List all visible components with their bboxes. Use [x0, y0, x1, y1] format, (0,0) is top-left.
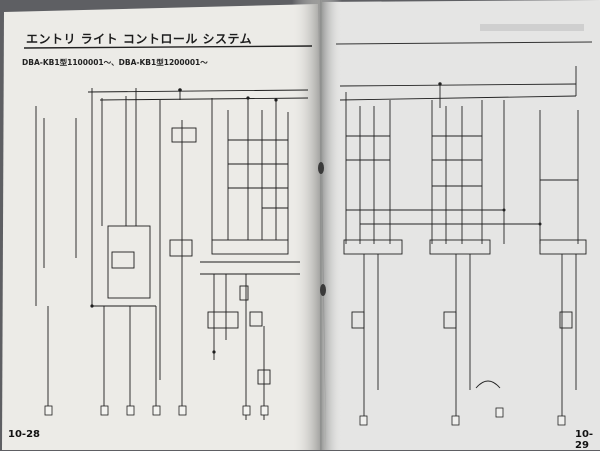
right-header-faint-text: [480, 24, 584, 31]
left-wiring-diagram: [35, 88, 309, 420]
left-page: [2, 4, 326, 450]
page-number-right: 10-29: [575, 429, 594, 451]
left-splice-dots: [90, 88, 278, 354]
gutter-shadow-right: [320, 0, 342, 450]
right-wiring-diagram: [339, 66, 587, 420]
right-page: [320, 0, 600, 450]
right-splice-dots: [438, 82, 542, 226]
binding-clip-bottom: [320, 284, 326, 296]
binding-clip-top: [318, 162, 324, 174]
right-header-rule: [335, 41, 593, 45]
right-ground-terminals: [359, 407, 566, 426]
page-title: エントリ ライト コントロール システム: [26, 32, 253, 46]
model-subtitle: DBA-KB1型1100001～、DBA-KB1型1200001～: [22, 58, 208, 67]
left-ground-terminals: [44, 405, 269, 416]
left-header-rule: [23, 45, 313, 49]
page-number-left: 10-28: [8, 429, 40, 440]
gutter-shadow-left: [292, 0, 322, 450]
